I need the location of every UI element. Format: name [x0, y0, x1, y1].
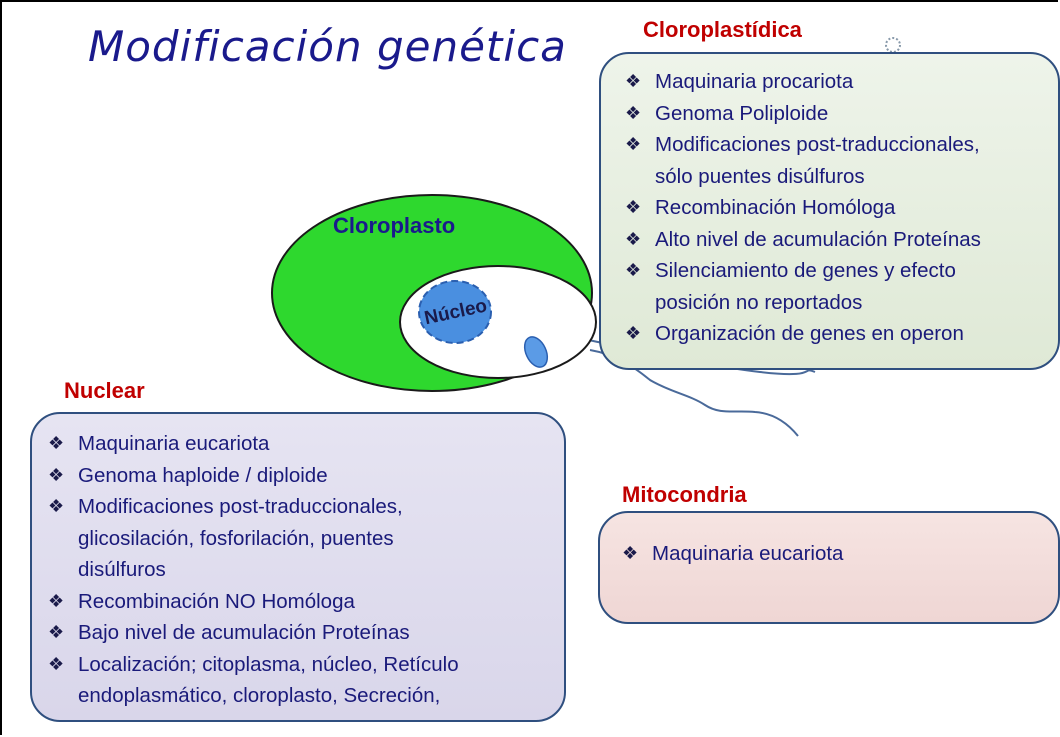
- nuclear-item-text: Localización; citoplasma, núcleo, Retícu…: [78, 652, 459, 676]
- cloroplastidica-item-text: Maquinaria procariota: [655, 70, 854, 93]
- nuclear-list-item: ❖ Genoma haploide / diploide: [48, 460, 564, 492]
- diamond-bullet-icon: ❖: [48, 590, 65, 611]
- diamond-bullet-icon: ❖: [625, 323, 642, 343]
- cloroplastidica-list-item: ❖ Recombinación Homóloga: [625, 192, 1058, 224]
- nuclear-list-item: ❖ Maquinaria eucariota: [48, 428, 564, 460]
- nuclear-list-item: ❖ Modificaciones post-traduccionales,: [48, 491, 564, 523]
- nuclear-item-text: Bajo nivel de acumulación Proteínas: [78, 621, 410, 644]
- diamond-bullet-icon: ❖: [625, 134, 642, 154]
- mitocondria-item-text: Maquinaria eucariota: [652, 542, 844, 565]
- cloroplastidica-list-item: posición no reportados: [625, 287, 1058, 319]
- cloroplastidica-item-text: sólo puentes disúlfuros: [655, 164, 865, 188]
- cloroplastidica-item-text: Organización de genes en operon: [655, 322, 964, 345]
- diamond-bullet-icon: ❖: [625, 228, 642, 249]
- diamond-bullet-icon: ❖: [48, 622, 65, 642]
- diamond-bullet-icon: ❖: [48, 496, 65, 516]
- diamond-bullet-icon: ❖: [625, 260, 642, 280]
- diamond-bullet-icon: ❖: [622, 543, 639, 563]
- nuclear-item-text: endoplasmático, cloroplasto, Secreción,: [78, 684, 441, 707]
- diamond-bullet-icon: ❖: [48, 433, 65, 453]
- mitocondria-heading: Mitocondria: [622, 482, 747, 507]
- nuclear-list-item: ❖ Bajo nivel de acumulación Proteínas: [48, 617, 564, 649]
- diamond-bullet-icon: ❖: [48, 464, 65, 485]
- nuclear-list: ❖ Maquinaria eucariota ❖ Genoma haploide / …: [48, 428, 564, 712]
- diamond-bullet-icon: ❖: [625, 71, 642, 91]
- nuclear-heading: Nuclear: [64, 378, 145, 403]
- nuclear-box: ❖ Maquinaria eucariota ❖ Genoma haploide / …: [30, 412, 566, 722]
- cloroplastidica-item-text: Modificaciones post-traduccionales,: [655, 133, 980, 156]
- nuclear-list-item: ❖ Recombinación NO Homóloga: [48, 586, 564, 618]
- nuclear-item-text: Recombinación NO Homóloga: [78, 589, 355, 613]
- cloroplastidica-heading: Cloroplastídica: [643, 17, 802, 42]
- mitocondria-list-item: ❖ Maquinaria eucariota: [622, 538, 1058, 570]
- cloroplastidica-list-item: sólo puentes disúlfuros: [625, 161, 1058, 193]
- nuclear-item-text: glicosilación, fosforilación, puentes: [78, 526, 394, 550]
- cloroplastidica-item-text: Silenciamiento de genes y efecto: [655, 259, 956, 282]
- cloroplastidica-item-text: Genoma Poliploide: [655, 101, 829, 125]
- diamond-bullet-icon: ❖: [625, 102, 642, 123]
- cloroplastidica-list: ❖ Maquinaria procariota ❖ Genoma Poliploide…: [625, 66, 1058, 350]
- cloroplastidica-box: ❖ Maquinaria procariota ❖ Genoma Poliploide…: [599, 52, 1060, 370]
- cloroplastidica-item-text: Alto nivel de acumulación Proteínas: [655, 227, 981, 251]
- nuclear-list-item: disúlfuros: [48, 554, 564, 586]
- nuclear-list-item: ❖ Localización; citoplasma, núcleo, Retíc…: [48, 649, 564, 681]
- cloroplastidica-list-item: ❖ Silenciamiento de genes y efecto: [625, 255, 1058, 287]
- cloroplastidica-list-item: ❖ Modificaciones post-traduccionales,: [625, 129, 1058, 161]
- cloroplastidica-item-text: posición no reportados: [655, 290, 863, 314]
- nuclear-item-text: Modificaciones post-traduccionales,: [78, 495, 403, 518]
- diamond-bullet-icon: ❖: [48, 653, 65, 674]
- diamond-bullet-icon: ❖: [625, 197, 642, 217]
- nuclear-item-text: Maquinaria eucariota: [78, 432, 270, 455]
- mitocondria-box: ❖ Maquinaria eucariota: [598, 511, 1060, 624]
- nuclear-list-item: endoplasmático, cloroplasto, Secreción,: [48, 680, 564, 712]
- cloroplastidica-list-item: ❖ Genoma Poliploide: [625, 98, 1058, 130]
- nuclear-item-text: disúlfuros: [78, 558, 166, 581]
- cloroplastidica-list-item: ❖ Maquinaria procariota: [625, 66, 1058, 98]
- nuclear-item-text: Genoma haploide / diploide: [78, 463, 328, 487]
- nuclear-list-item: glicosilación, fosforilación, puentes: [48, 523, 564, 555]
- cloroplastidica-list-item: ❖ Organización de genes en operon: [625, 318, 1058, 350]
- cloroplastidica-list-item: ❖ Alto nivel de acumulación Proteínas: [625, 224, 1058, 256]
- slide-title: Modificación genética: [88, 22, 567, 71]
- cloroplastidica-item-text: Recombinación Homóloga: [655, 196, 896, 219]
- mitocondria-list: ❖ Maquinaria eucariota: [622, 538, 1058, 570]
